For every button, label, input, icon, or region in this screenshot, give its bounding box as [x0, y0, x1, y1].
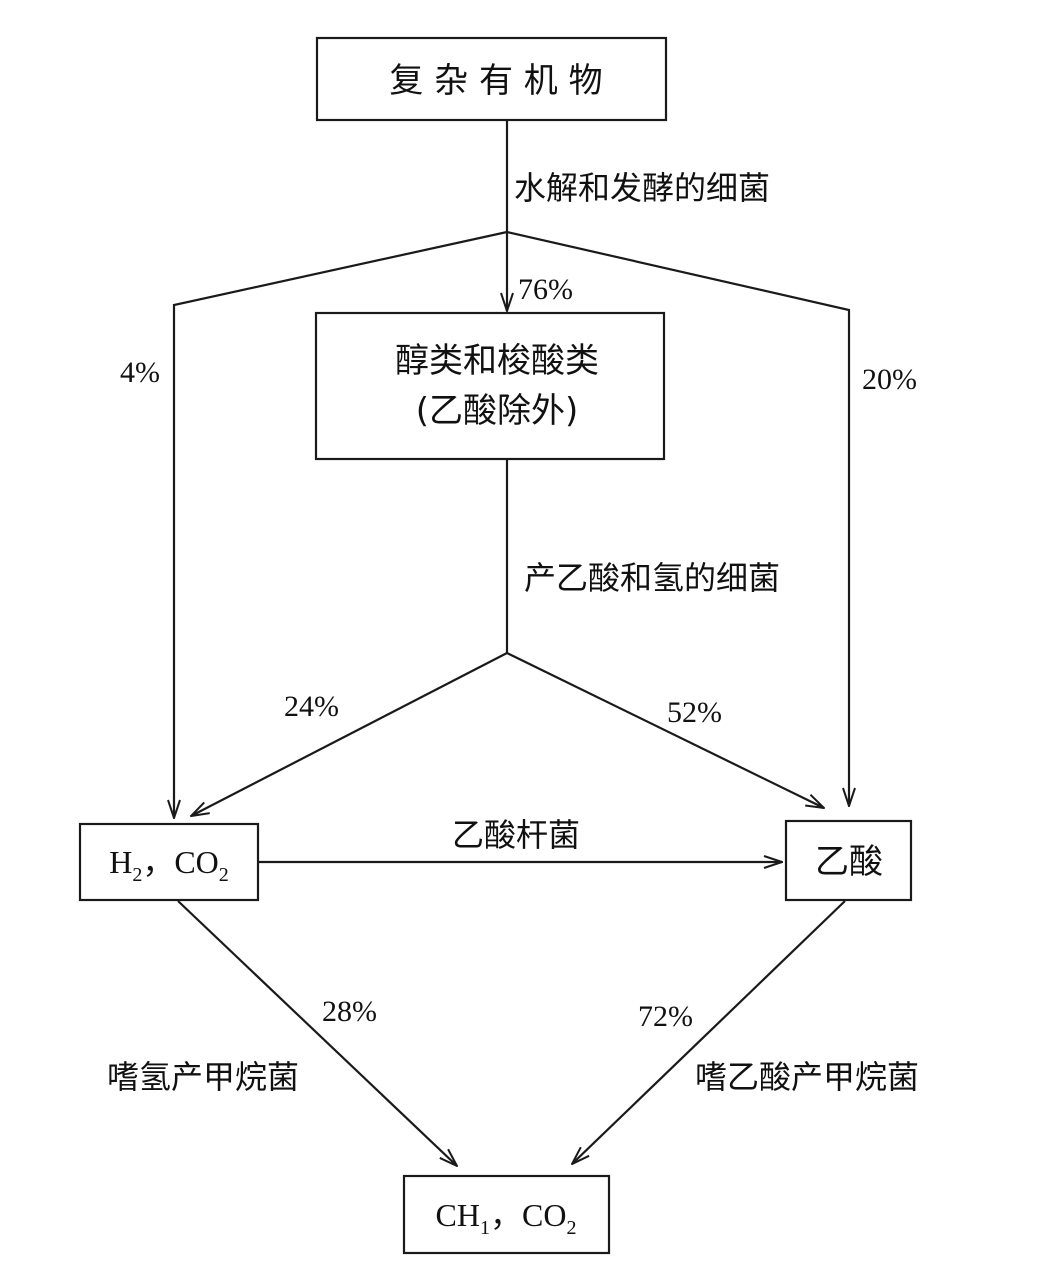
node-acetic-acid-label: 乙酸 — [815, 842, 883, 882]
node-alcohols-acids: 醇类和梭酸类 (乙酸除外) — [314, 311, 666, 461]
label-hydrolysis-bacteria: 水解和发酵的细菌 — [514, 169, 770, 207]
pct-to-alcohols: 76% — [518, 273, 573, 306]
node-acetic-acid: 乙酸 — [784, 819, 913, 902]
label-acetogenic-bacteria: 产乙酸和氢的细菌 — [524, 559, 780, 597]
arrow-alcohols-to-acetic — [506, 652, 824, 808]
node-h2-co2-label: H2，CO2 — [109, 844, 229, 886]
node-h2-co2: H2，CO2 — [78, 822, 260, 902]
pct-to-acetic: 20% — [862, 363, 917, 396]
arrow-to-acetic-acid — [506, 230, 849, 806]
arrow-alcohols-to-h2 — [191, 652, 508, 816]
pct-alcohols-to-acetic: 52% — [667, 696, 722, 729]
label-acetobacterium: 乙酸杆菌 — [452, 816, 580, 854]
pct-to-h2: 4% — [120, 356, 160, 389]
node-complex-organics-label: 复 杂 有 机 物 — [389, 61, 602, 101]
arrow-acetic-to-ch4 — [572, 900, 846, 1164]
node-ch4-co2-label: CH1，CO2 — [436, 1197, 577, 1239]
arrow-h2-to-ch4 — [177, 900, 457, 1166]
pct-alcohols-to-h2: 24% — [284, 690, 339, 723]
label-acetoclastic-methanogens: 嗜乙酸产甲烷菌 — [695, 1058, 919, 1096]
node-ch4-co2: CH1，CO2 — [402, 1174, 611, 1255]
pct-h2-to-ch4: 28% — [322, 995, 377, 1028]
node-alcohols-acids-line1: 醇类和梭酸类 — [395, 341, 599, 381]
pct-acetic-to-ch4: 72% — [638, 1000, 693, 1033]
node-complex-organics: 复 杂 有 机 物 — [315, 36, 668, 122]
node-alcohols-acids-line2: (乙酸除外) — [416, 391, 579, 431]
arrow-to-h2-co2 — [174, 230, 508, 818]
connectors — [174, 120, 849, 1166]
label-hydrogenotrophic-methanogens: 嗜氢产甲烷菌 — [107, 1058, 299, 1096]
